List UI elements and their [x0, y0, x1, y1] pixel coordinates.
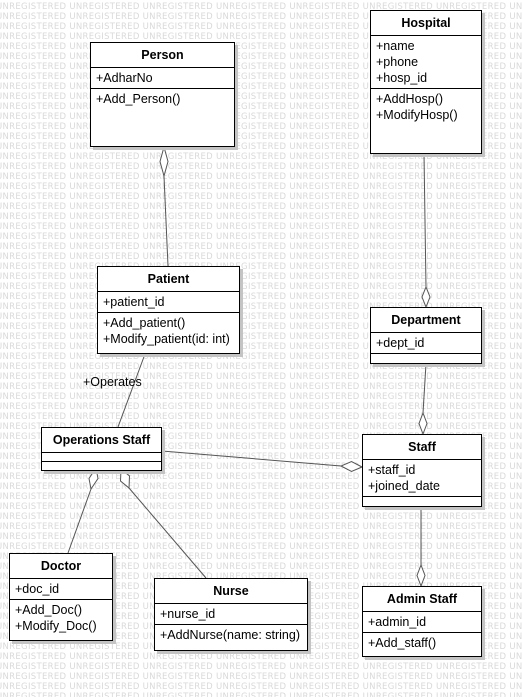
class-operations-staff[interactable]: Operations Staff	[41, 427, 162, 471]
class-name: Department	[371, 308, 481, 333]
attribute: +joined_date	[368, 479, 440, 493]
edge-patient-operations	[117, 353, 146, 428]
class-nurse[interactable]: Nurse +nurse_id +AddNurse(name: string)	[154, 578, 308, 651]
operation: +AddNurse(name: string)	[160, 628, 300, 642]
operations-section	[371, 354, 481, 360]
attribute: +patient_id	[103, 295, 165, 309]
aggregation-diamond-staff-left	[339, 460, 364, 473]
class-name: Staff	[363, 435, 481, 460]
operations-section: +Add_Person()	[91, 89, 234, 109]
attributes-section: +dept_id	[371, 333, 481, 354]
class-patient[interactable]: Patient +patient_id +Add_patient() +Modi…	[97, 266, 240, 354]
class-name: Patient	[98, 267, 239, 292]
attribute: +doc_id	[15, 582, 60, 596]
class-hospital[interactable]: Hospital +name +phone +hosp_id +AddHosp(…	[370, 10, 482, 154]
operation: +ModifyHosp()	[376, 108, 458, 122]
edge-person-patient	[163, 175, 169, 267]
aggregation-diamond-staff-top	[418, 411, 428, 436]
operates-label: +Operates	[83, 375, 142, 389]
operation: +Add_staff()	[368, 636, 437, 650]
attributes-section	[42, 453, 161, 462]
attribute: +admin_id	[368, 615, 427, 629]
operations-section: +AddHosp() +ModifyHosp()	[371, 89, 481, 125]
attribute: +staff_id	[368, 463, 416, 477]
operation: +Modify_patient(id: int)	[103, 332, 230, 346]
edge-hospital-department	[423, 153, 427, 288]
attributes-section: +admin_id	[363, 612, 481, 633]
attribute: +hosp_id	[376, 71, 428, 85]
edge-department-staff	[422, 363, 427, 414]
attribute: +nurse_id	[160, 607, 216, 621]
aggregation-diamond-nurse	[119, 467, 131, 490]
operation: +Add_patient()	[103, 316, 186, 330]
attributes-section: +patient_id	[98, 292, 239, 313]
aggregation-diamond-department	[421, 285, 431, 309]
class-name: Person	[91, 43, 234, 68]
attribute: +phone	[376, 55, 419, 69]
class-admin-staff[interactable]: Admin Staff +admin_id +Add_staff()	[362, 586, 482, 657]
operations-section: +Add_patient() +Modify_patient(id: int)	[98, 313, 239, 349]
operations-section	[363, 497, 481, 505]
attributes-section: +doc_id	[10, 579, 112, 600]
operation: +Add_Person()	[96, 92, 181, 106]
attributes-section: +AdharNo	[91, 68, 234, 89]
attribute: +dept_id	[376, 336, 425, 350]
class-staff[interactable]: Staff +staff_id +joined_date	[362, 434, 482, 507]
class-doctor[interactable]: Doctor +doc_id +Add_Doc() +Modify_Doc()	[9, 553, 113, 641]
attributes-section: +nurse_id	[155, 604, 307, 625]
edge-operations-nurse	[128, 487, 207, 579]
edge-operations-staff	[161, 450, 342, 467]
attribute: +name	[376, 39, 415, 53]
operations-section: +AddNurse(name: string)	[155, 625, 307, 645]
class-person[interactable]: Person +AdharNo +Add_Person()	[90, 42, 235, 147]
aggregation-diamond-admin	[416, 563, 426, 588]
class-name: Doctor	[10, 554, 112, 579]
class-name: Admin Staff	[363, 587, 481, 612]
class-department[interactable]: Department +dept_id	[370, 307, 482, 364]
class-name: Hospital	[371, 11, 481, 36]
aggregation-diamond-person	[159, 145, 169, 178]
aggregation-diamond-doctor	[88, 466, 99, 491]
attributes-section: +name +phone +hosp_id	[371, 36, 481, 89]
operation: +Modify_Doc()	[15, 619, 97, 633]
operation: +AddHosp()	[376, 92, 444, 106]
operations-section: +Add_staff()	[363, 633, 481, 653]
edge-operations-doctor	[67, 488, 92, 554]
operations-section: +Add_Doc() +Modify_Doc()	[10, 600, 112, 636]
operations-section	[42, 462, 161, 470]
class-name: Operations Staff	[42, 428, 161, 453]
attributes-section: +staff_id +joined_date	[363, 460, 481, 497]
attribute: +AdharNo	[96, 71, 153, 85]
operation: +Add_Doc()	[15, 603, 83, 617]
class-name: Nurse	[155, 579, 307, 604]
